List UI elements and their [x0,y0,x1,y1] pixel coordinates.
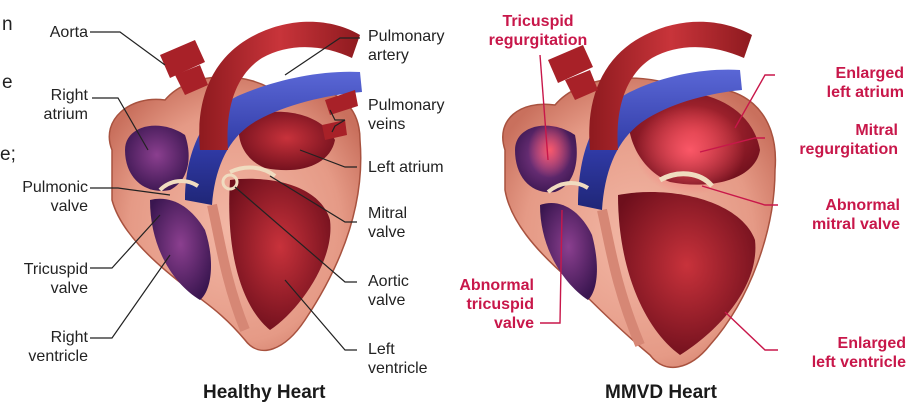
label-enlarged-left-ventricle-line-2: left ventricle [776,353,906,372]
label-right-atrium: Right atrium [20,86,88,124]
label-enlarged-left-atrium-line-2: left atrium [776,83,904,102]
caption-mmvd-heart: MMVD Heart [605,382,717,404]
label-pulmonary-veins: Pulmonary veins [368,96,444,134]
label-abnormal-tricuspid-valve-line-1: Abnormal [438,276,534,295]
label-pulmonary-artery-line-1: Pulmonary [368,27,444,46]
label-tricuspid-regurgitation-line-1: Tricuspid [474,12,602,31]
label-tricuspid-regurgitation-line-2: regurgitation [474,31,602,50]
label-right-atrium-line-2: atrium [20,105,88,124]
label-tricuspid-regurgitation: Tricuspid regurgitation [474,12,602,50]
label-right-ventricle-line-2: ventricle [4,347,88,366]
label-mitral-regurgitation-line-2: regurgitation [766,140,898,159]
label-left-atrium: Left atrium [368,158,444,177]
label-pulmonic-valve: Pulmonic valve [4,178,88,216]
label-enlarged-left-atrium-line-1: Enlarged [776,64,904,83]
label-abnormal-tricuspid-valve-line-3: valve [438,314,534,333]
label-abnormal-mitral-valve: Abnormal mitral valve [776,196,900,234]
mitral-regurgitation-jet [635,105,745,195]
label-aortic-valve: Aortic valve [368,272,409,310]
label-right-atrium-line-1: Right [20,86,88,105]
caption-healthy-heart: Healthy Heart [203,382,326,404]
label-tricuspid-valve-line-2: valve [4,279,88,298]
label-pulmonary-veins-line-2: veins [368,115,444,134]
label-right-ventricle: Right ventricle [4,328,88,366]
label-aortic-valve-line-1: Aortic [368,272,409,291]
cropped-edge-text-1: n [2,14,13,36]
label-aorta: Aorta [36,23,88,42]
cropped-edge-text-3: e; [0,144,16,166]
label-pulmonary-artery: Pulmonary artery [368,27,444,65]
label-aortic-valve-line-2: valve [368,291,409,310]
label-mitral-valve-line-1: Mitral [368,204,407,223]
label-left-ventricle-line-2: ventricle [368,359,428,378]
label-abnormal-mitral-valve-line-1: Abnormal [776,196,900,215]
mmvd-heart-illustration [503,22,778,368]
label-abnormal-tricuspid-valve: Abnormal tricuspid valve [438,276,534,333]
label-enlarged-left-ventricle: Enlarged left ventricle [776,334,906,372]
label-enlarged-left-ventricle-line-1: Enlarged [776,334,906,353]
tricuspid-regurgitation-jet [528,122,572,178]
label-left-ventricle: Left ventricle [368,340,428,378]
label-abnormal-mitral-valve-line-2: mitral valve [776,215,900,234]
label-mitral-regurgitation-line-1: Mitral [766,121,898,140]
label-pulmonic-valve-line-1: Pulmonic [4,178,88,197]
label-abnormal-tricuspid-valve-line-2: tricuspid [438,295,534,314]
label-tricuspid-valve-line-1: Tricuspid [4,260,88,279]
label-tricuspid-valve: Tricuspid valve [4,260,88,298]
label-right-ventricle-line-1: Right [4,328,88,347]
label-pulmonic-valve-line-2: valve [4,197,88,216]
label-mitral-regurgitation: Mitral regurgitation [766,121,898,159]
label-mitral-valve-line-2: valve [368,223,407,242]
label-pulmonary-artery-line-2: artery [368,46,444,65]
label-enlarged-left-atrium: Enlarged left atrium [776,64,904,102]
label-left-ventricle-line-1: Left [368,340,428,359]
cropped-edge-text-2: e [2,72,13,94]
label-mitral-valve: Mitral valve [368,204,407,242]
label-pulmonary-veins-line-1: Pulmonary [368,96,444,115]
healthy-heart-illustration [90,22,362,351]
